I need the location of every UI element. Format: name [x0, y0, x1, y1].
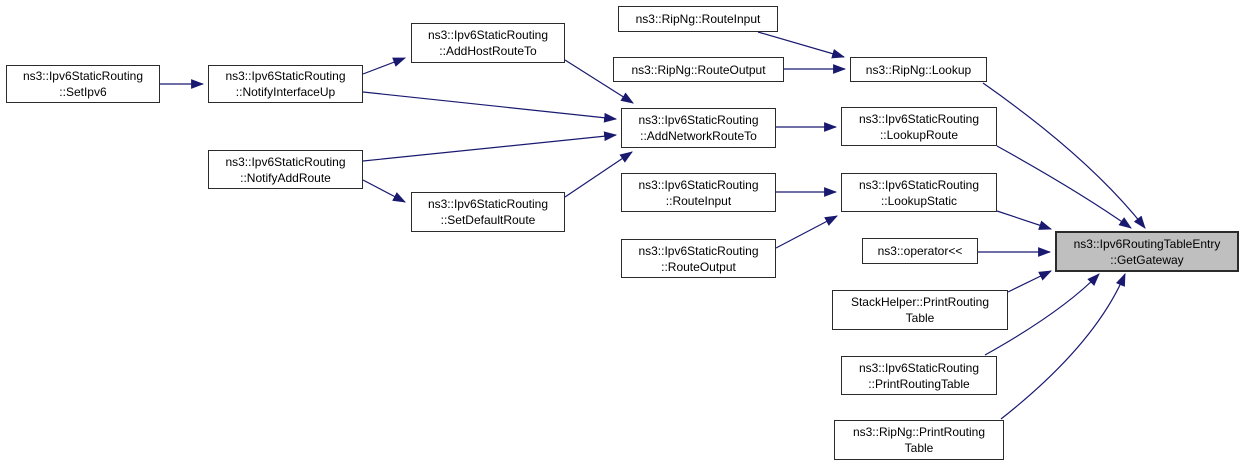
edge-ripng-lookup-to-get-gateway: [982, 82, 1146, 229]
edge-static-print-routing-table-to-get-gateway: [984, 273, 1100, 356]
node-notify-interface-up[interactable]: ns3::Ipv6StaticRouting ::NotifyInterface…: [208, 65, 363, 103]
node-ripng-route-output[interactable]: ns3::RipNg::RouteOutput: [613, 57, 784, 82]
edge-notify-add-route-to-set-default-route: [362, 179, 406, 203]
edge-add-host-route-to-to-add-network-route-to: [564, 59, 634, 104]
edge-ripng-route-input-to-ripng-lookup: [757, 31, 846, 59]
edge-lookup-route-to-get-gateway: [996, 145, 1132, 229]
edge-static-route-output-to-lookup-static: [775, 215, 838, 249]
node-operator-stream-insertion[interactable]: ns3::operator<<: [862, 238, 978, 264]
edge-stackhelper-print-routing-table-to-get-gateway: [1007, 270, 1052, 293]
edge-set-default-route-to-add-network-route-to: [564, 151, 633, 198]
node-static-route-input[interactable]: ns3::Ipv6StaticRouting ::RouteInput: [621, 173, 776, 212]
edge-notify-interface-up-to-add-network-route-to: [362, 91, 618, 123]
node-add-network-route-to[interactable]: ns3::Ipv6StaticRouting ::AddNetworkRoute…: [621, 108, 776, 148]
node-stackhelper-print-routing-table[interactable]: StackHelper::PrintRouting Table: [832, 290, 1008, 330]
node-set-ipv6[interactable]: ns3::Ipv6StaticRouting ::SetIpv6: [6, 65, 160, 103]
node-ripng-lookup[interactable]: ns3::RipNg::Lookup: [850, 57, 987, 82]
node-static-route-output[interactable]: ns3::Ipv6StaticRouting ::RouteOutput: [621, 239, 776, 278]
node-ripng-print-routing-table[interactable]: ns3::RipNg::PrintRouting Table: [834, 420, 1004, 460]
node-static-print-routing-table[interactable]: ns3::Ipv6StaticRouting ::PrintRoutingTab…: [841, 356, 997, 395]
edge-notify-interface-up-to-add-host-route-to: [362, 57, 407, 75]
edge-notify-add-route-to-add-network-route-to: [362, 131, 618, 162]
node-lookup-static[interactable]: ns3::Ipv6StaticRouting ::LookupStatic: [841, 173, 997, 212]
edge-ripng-print-routing-table-to-get-gateway: [1000, 273, 1126, 420]
node-ripng-route-input[interactable]: ns3::RipNg::RouteInput: [618, 6, 778, 32]
node-add-host-route-to[interactable]: ns3::Ipv6StaticRouting ::AddHostRouteTo: [411, 23, 565, 63]
node-get-gateway-target: ns3::Ipv6RoutingTableEntry ::GetGateway: [1055, 231, 1239, 272]
node-set-default-route[interactable]: ns3::Ipv6StaticRouting ::SetDefaultRoute: [411, 192, 565, 232]
edge-lookup-static-to-get-gateway: [996, 210, 1053, 230]
node-notify-add-route[interactable]: ns3::Ipv6StaticRouting ::NotifyAddRoute: [208, 150, 363, 189]
node-lookup-route[interactable]: ns3::Ipv6StaticRouting ::LookupRoute: [841, 107, 997, 146]
